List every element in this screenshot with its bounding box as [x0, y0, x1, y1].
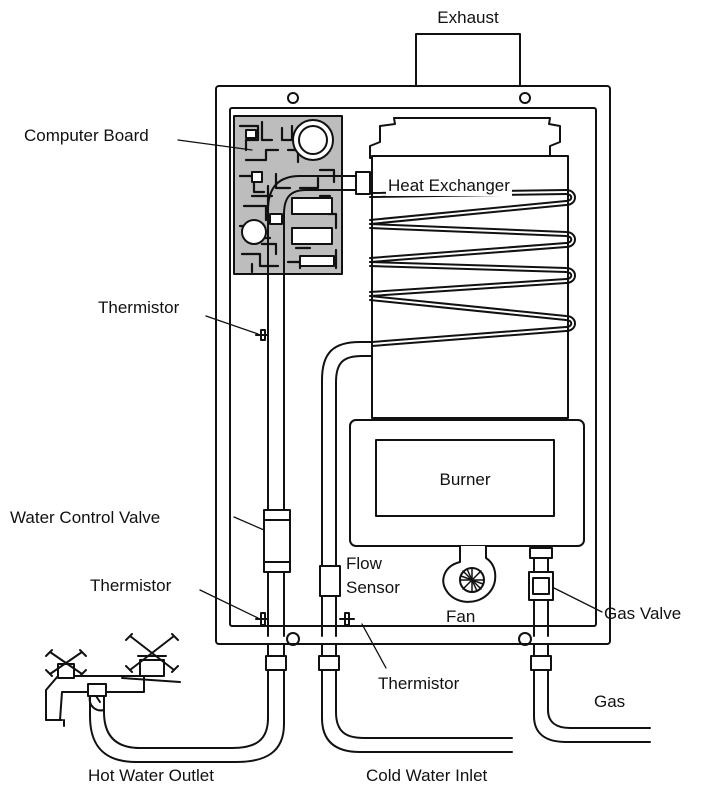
faucet: [45, 633, 181, 727]
hot-water-outlet-pipe: [89, 669, 285, 763]
cold-water-pipe: [321, 341, 373, 637]
computer-board: [233, 115, 343, 275]
hot-water-pipe: [267, 171, 371, 637]
gas-valve-label: Gas Valve: [604, 604, 682, 623]
cold-water-inlet-label: Cold Water Inlet: [366, 766, 488, 785]
burner-housing: [349, 419, 585, 547]
gas-line: [529, 545, 553, 637]
computer-board-label: Computer Board: [24, 126, 149, 145]
fan-unit: [442, 545, 497, 603]
thermistor-bottom-center-label: Thermistor: [378, 674, 460, 693]
heat-exchanger: [369, 117, 576, 419]
thermistor-bottom-left-sensor: [255, 612, 269, 626]
gas-inlet-pipe: [533, 669, 651, 743]
fan-label: Fan: [446, 607, 476, 626]
thermistor-top-label: Thermistor: [98, 298, 180, 317]
flow-sensor-label-line1: Flow: [346, 554, 382, 573]
gas-label: Gas: [594, 692, 626, 711]
water-control-valve-label: Water Control Valve: [10, 508, 161, 527]
leader-lines: [177, 139, 603, 669]
hot-water-outlet-label: Hot Water Outlet: [88, 766, 214, 785]
flow-sensor-body: [319, 565, 341, 597]
cold-water-inlet-pipe: [321, 669, 513, 753]
thermistor-top-sensor: [255, 329, 269, 341]
exhaust-flue: [415, 33, 521, 87]
thermistor-bottom-left-label: Thermistor: [90, 576, 172, 595]
exhaust-label: Exhaust: [437, 8, 499, 27]
flow-sensor-label-line2: Sensor: [346, 578, 400, 597]
heat-exchanger-label: Heat Exchanger: [386, 176, 512, 196]
thermistor-bottom-center-sensor: [339, 612, 355, 626]
pipe-fittings: [265, 643, 552, 671]
burner-label: Burner: [439, 470, 491, 489]
